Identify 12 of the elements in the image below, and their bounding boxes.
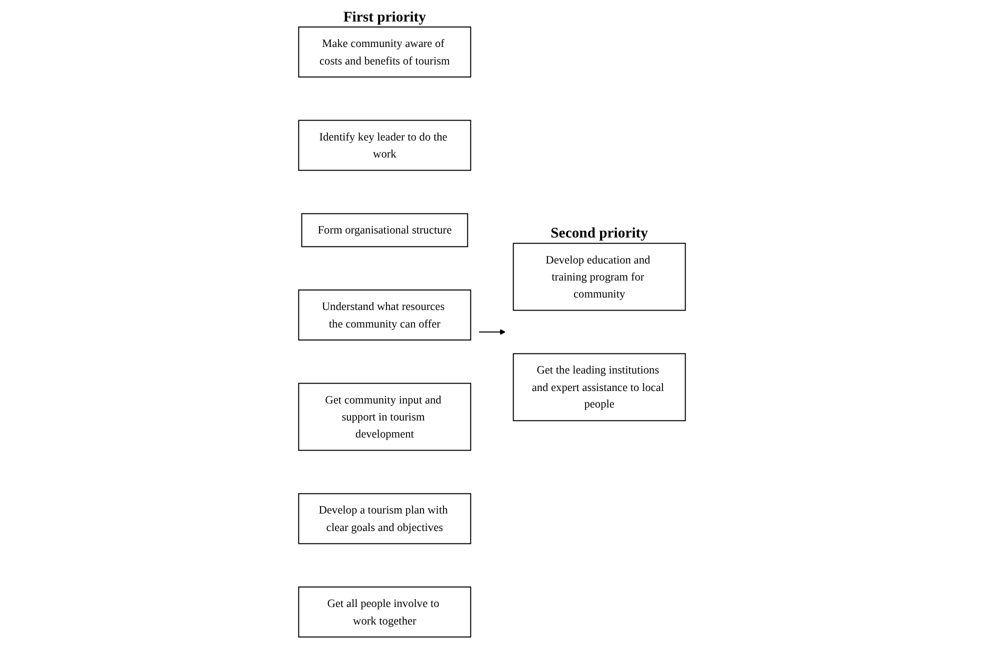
node-box: Develop education and training program for community [512, 242, 686, 311]
node-box: Develop a tourism plan with clear goals and objectives [298, 493, 471, 544]
node-box: Identify key leader to do the work [298, 120, 471, 171]
node-box: Get community input and support in tourism development [298, 382, 471, 451]
node-text: Second priority [550, 224, 648, 241]
node-box: Form organisational structure [300, 213, 468, 248]
node-box: Get the leading institutions and expert assistance to local people [512, 353, 686, 422]
node-text: First priority [342, 8, 426, 25]
node-box: Understand what resources the community can offer [298, 290, 471, 340]
arrow [478, 329, 506, 335]
node-box: Get all people involve to work together [298, 586, 471, 638]
node-box: Make community aware of costs and benefits of tourism [298, 26, 471, 78]
